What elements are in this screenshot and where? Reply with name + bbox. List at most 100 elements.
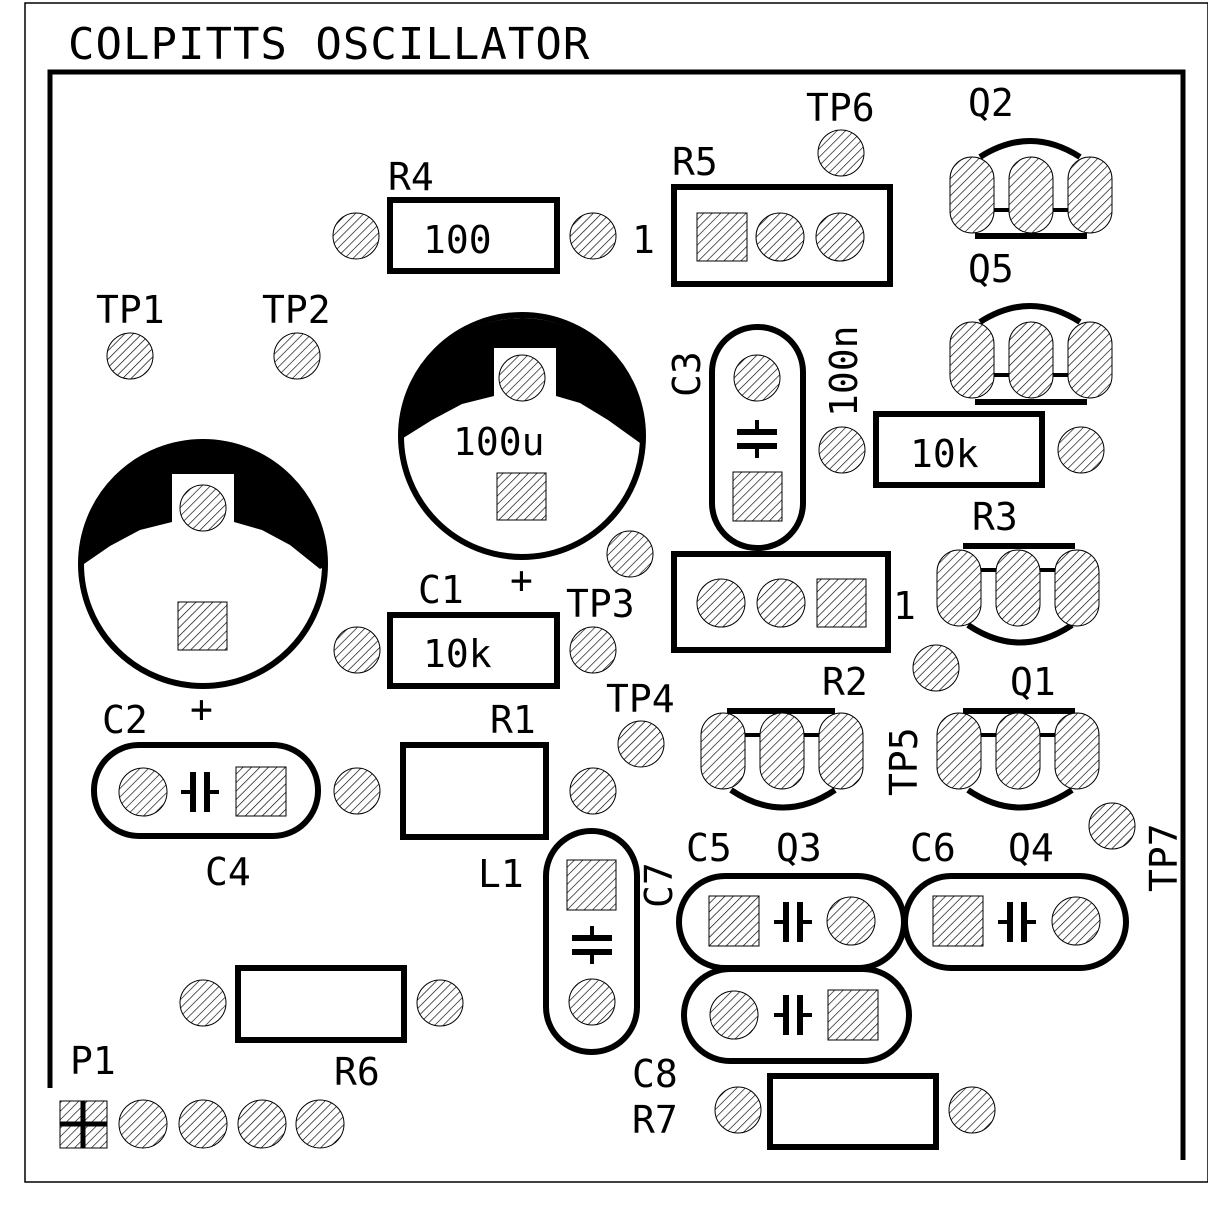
component-r5[interactable]: R5 1 <box>632 140 893 287</box>
component-c4[interactable]: C2 + C4 <box>91 687 321 894</box>
pad-round-icon <box>617 720 665 768</box>
capacitor-symbol-icon <box>774 995 812 1035</box>
pad-round-icon <box>179 484 227 532</box>
pad-round-icon <box>818 426 866 474</box>
pad-round-icon <box>106 332 154 380</box>
ref-r2: R2 <box>822 660 868 704</box>
testpoint-tp7[interactable]: TP7 <box>1088 802 1186 892</box>
plus-cap-100u: + <box>510 558 533 602</box>
component-r7[interactable]: R7 <box>632 1073 996 1150</box>
pad-round-icon <box>118 767 168 817</box>
component-c5[interactable]: C5 Q3 <box>676 826 907 971</box>
pad-round-icon <box>237 1099 287 1149</box>
component-r4[interactable]: R4 100 <box>332 155 617 274</box>
pad-round-icon <box>569 626 617 674</box>
plus-c2: + <box>190 687 213 731</box>
component-q1[interactable]: Q1 <box>936 660 1100 811</box>
component-r6[interactable]: R6 <box>179 965 464 1094</box>
ref-r3: R3 <box>972 495 1018 539</box>
pad-round-icon <box>756 578 806 628</box>
ref-p1: P1 <box>70 1039 116 1083</box>
pad-round-icon <box>714 1086 762 1134</box>
pad-square-icon <box>696 212 748 262</box>
ref-r1: R1 <box>490 698 536 742</box>
ref-r4: R4 <box>388 155 434 199</box>
pad-square-icon <box>496 472 547 521</box>
component-r3[interactable]: R3 <box>936 495 1100 646</box>
ref-tp5: TP5 <box>882 727 926 796</box>
component-tp3[interactable]: TP3 1 <box>566 530 916 653</box>
component-c3[interactable]: C3 100n <box>665 324 866 551</box>
component-l1[interactable]: L1 C7 <box>478 828 681 1055</box>
pad-round-icon <box>709 990 759 1040</box>
pad-square-icon <box>827 989 879 1041</box>
pad-round-icon <box>295 1099 345 1149</box>
value-r-10k-top: 10k <box>910 432 979 476</box>
pad-round-icon <box>333 767 381 815</box>
pad-round-icon <box>1057 426 1105 474</box>
pad-square-icon <box>816 578 867 628</box>
pad-round-icon <box>569 212 617 260</box>
testpoint-tp6[interactable]: TP6 <box>806 86 875 177</box>
pin1-tp3: 1 <box>893 584 916 628</box>
component-r1[interactable]: R1 <box>333 698 617 840</box>
pad-square-icon <box>732 471 783 522</box>
value-cap-100u: 100u <box>453 420 545 464</box>
ref-r7: R7 <box>632 1098 678 1142</box>
pad-round-icon <box>912 644 960 692</box>
pad-round-icon <box>815 212 865 262</box>
pad-round-icon <box>498 354 546 402</box>
pad-round-icon <box>606 530 654 578</box>
capacitor-symbol-icon <box>572 926 612 964</box>
capacitor-symbol-icon <box>737 420 777 458</box>
pad-round-icon <box>273 332 321 380</box>
component-r-10k-top[interactable]: 10k <box>818 411 1105 488</box>
pin1-r5: 1 <box>632 218 655 262</box>
ref-c7: C7 <box>637 862 681 908</box>
pad-round-icon <box>817 129 865 177</box>
pad-round-icon <box>179 979 227 1027</box>
ref-c8: C8 <box>632 1052 678 1096</box>
value-c1: 10k <box>423 632 492 676</box>
value-c3: 100n <box>822 325 866 417</box>
ref-tp3: TP3 <box>566 582 635 626</box>
board-title: COLPITTS OSCILLATOR <box>68 19 590 70</box>
pad-round-icon <box>118 1099 168 1149</box>
value-r4: 100 <box>423 218 492 262</box>
pad-square-icon <box>177 601 228 651</box>
pad-square-icon <box>566 859 617 911</box>
ref-q5: Q5 <box>968 247 1014 291</box>
ref-q4: Q4 <box>1008 826 1054 870</box>
component-q5[interactable]: Q5 <box>949 247 1113 405</box>
pad-round-icon <box>568 978 616 1026</box>
ref-c2: C2 <box>102 698 148 742</box>
component-q2[interactable]: Q2 <box>949 81 1113 239</box>
pad-round-icon <box>1088 802 1136 850</box>
ref-c3: C3 <box>665 351 709 397</box>
pad-square-icon <box>932 895 984 947</box>
component-p1[interactable]: P1 <box>59 1039 345 1149</box>
testpoint-tp2[interactable]: TP2 <box>262 288 331 380</box>
pad-square-icon <box>708 895 760 947</box>
component-r2[interactable]: R2 <box>700 660 868 811</box>
testpoint-tp5[interactable]: TP5 <box>882 644 960 796</box>
pad-round-icon <box>332 212 380 260</box>
component-cap-left[interactable] <box>78 439 328 689</box>
component-c8[interactable]: C8 <box>632 966 912 1096</box>
board-outline <box>47 69 1186 1160</box>
ref-c4: C4 <box>205 850 251 894</box>
component-c1[interactable]: C1 10k <box>333 568 617 689</box>
testpoint-tp1[interactable]: TP1 <box>96 288 165 380</box>
pad-round-icon <box>416 979 464 1027</box>
ref-tp7: TP7 <box>1142 823 1186 892</box>
component-cap-100u[interactable]: 100u + <box>398 312 646 602</box>
testpoint-tp4[interactable]: TP4 <box>606 677 675 768</box>
ref-tp1: TP1 <box>96 288 165 332</box>
capacitor-symbol-icon <box>774 902 812 942</box>
pad-round-icon <box>755 212 805 262</box>
frame <box>24 2 1208 1183</box>
ref-q3: Q3 <box>776 826 822 870</box>
component-c6[interactable]: C6 Q4 <box>902 826 1129 971</box>
pad-round-icon <box>569 767 617 815</box>
